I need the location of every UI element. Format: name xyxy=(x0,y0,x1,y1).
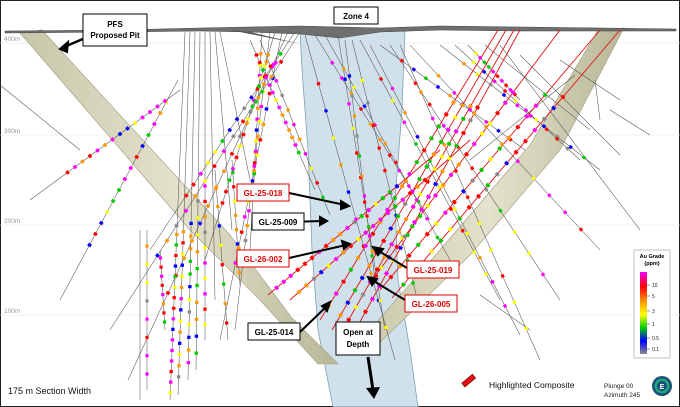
zone-label: Zone 4 xyxy=(343,12,369,21)
topography-surface xyxy=(4,25,677,39)
composite-legend: Highlighted Composite xyxy=(461,373,575,390)
elevation-label-400: 400m xyxy=(4,36,20,43)
legend-title-line1: Au Grade xyxy=(640,254,665,260)
legend-tick-label: 3 xyxy=(652,309,655,315)
elevation-label-100: 100m xyxy=(4,308,20,315)
company-logo: E xyxy=(652,376,672,396)
plunge-label: Plunge 00 xyxy=(604,383,634,390)
section-width-label: 175 m Section Width xyxy=(8,386,91,396)
legend-color-ramp xyxy=(640,272,647,354)
azimuth-label: Azimuth 245 xyxy=(604,392,641,399)
composite-swatch xyxy=(461,373,477,388)
hole-label-text: GL-26-005 xyxy=(412,300,451,309)
hole-label-text: GL-25-014 xyxy=(255,328,294,337)
legend-title-line2: (ppm) xyxy=(644,261,659,267)
hole-label-gl-26-002: GL-26-002 xyxy=(236,249,290,268)
hole-label-text: GL-26-002 xyxy=(244,255,283,264)
pit-label-box: PFS Proposed Pit xyxy=(82,13,148,47)
open-label-line2: Depth xyxy=(347,340,370,349)
open-label-line1: Open at xyxy=(343,328,373,337)
callout-lines xyxy=(58,28,408,333)
zone-label-box: Zone 4 xyxy=(333,6,379,25)
pit-label-line1: PFS xyxy=(107,20,123,29)
legend-tick-label: 0.1 xyxy=(652,347,659,353)
hole-label-text: GL-25-018 xyxy=(244,189,283,198)
hole-label-text: GL-25-019 xyxy=(414,266,453,275)
pit-label-line2: Proposed Pit xyxy=(90,31,140,40)
open-at-depth-arrow xyxy=(366,356,380,399)
legend-tick-label: 0.5 xyxy=(652,336,659,342)
assay-intervals xyxy=(65,50,587,395)
open-at-depth-box: Open at Depth xyxy=(335,321,381,356)
logo-letter: E xyxy=(660,384,665,391)
legend-tick-label: 1 xyxy=(652,322,655,328)
hole-label-gl-25-009: GL-25-009 xyxy=(251,212,305,231)
composite-label: Highlighted Composite xyxy=(489,380,575,390)
legend-tick-label: 10 xyxy=(652,283,658,289)
elevation-label-300: 300m xyxy=(4,128,20,135)
hole-label-gl-25-018: GL-25-018 xyxy=(236,183,290,202)
hole-label-gl-25-019: GL-25-019 xyxy=(406,260,460,279)
elevation-label-200: 200m xyxy=(4,218,20,225)
hole-label-gl-26-005: GL-26-005 xyxy=(404,294,458,313)
surface-workings xyxy=(230,30,300,44)
legend-tick-label: 5 xyxy=(652,294,655,300)
pit-wall-left xyxy=(19,29,339,365)
au-grade-legend: Au Grade (ppm) 10 5 3 1 0.5 0.1 xyxy=(633,249,671,359)
hole-label-gl-25-014: GL-25-014 xyxy=(247,322,301,341)
hole-label-text: GL-25-009 xyxy=(259,218,298,227)
